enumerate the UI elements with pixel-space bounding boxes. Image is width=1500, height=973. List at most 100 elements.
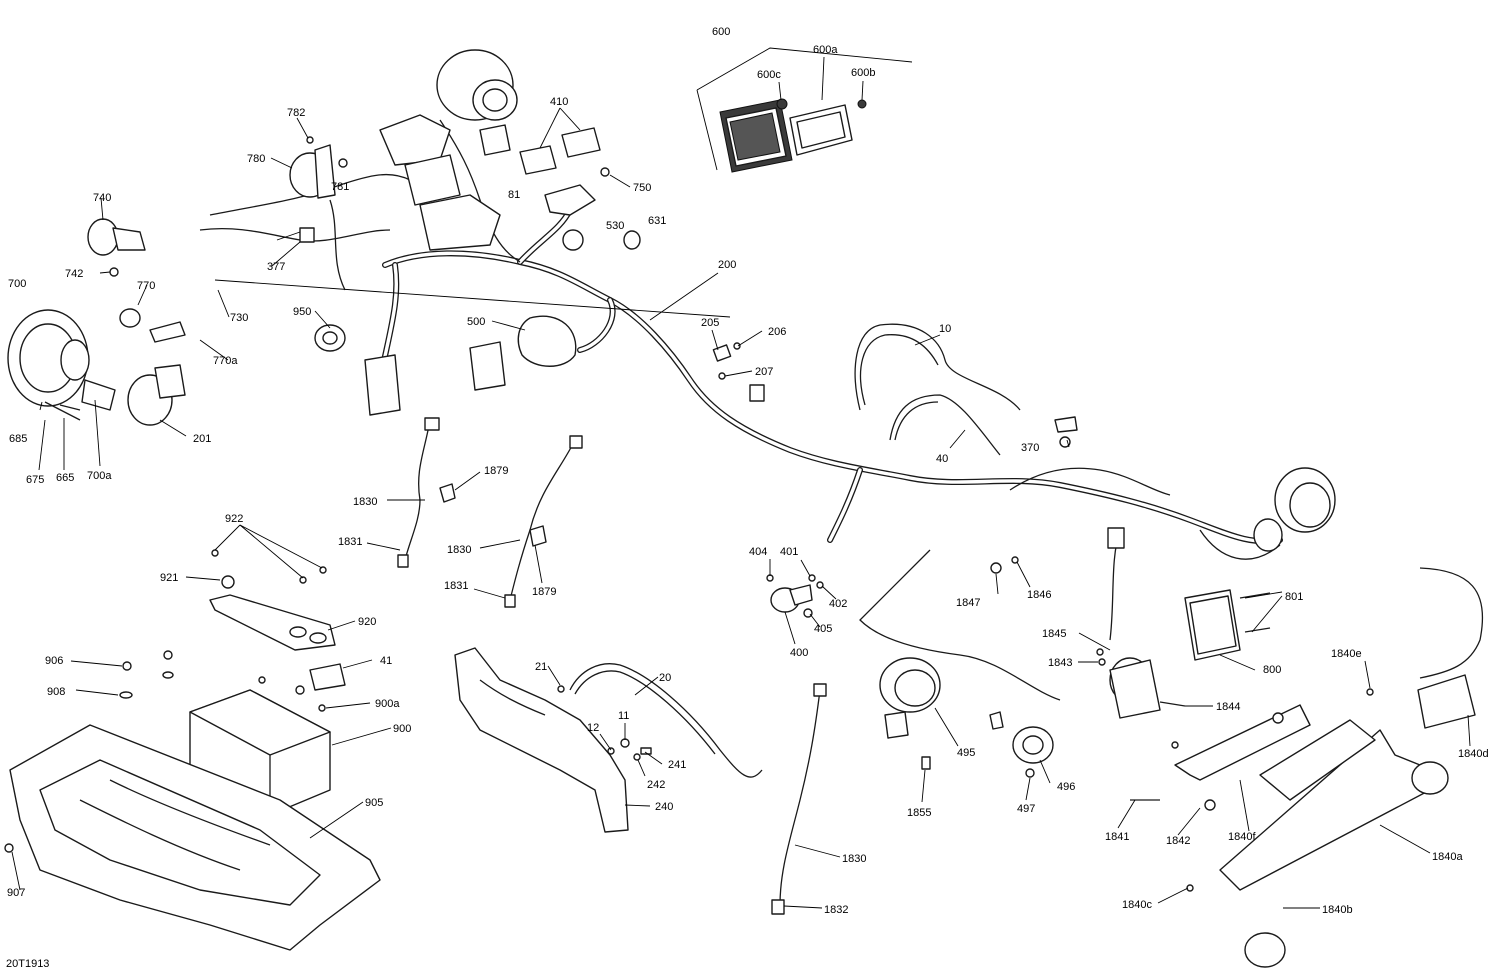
- callout-label: 1840d: [1458, 748, 1489, 760]
- leader-lines: [11, 47, 1471, 909]
- callout-label: 900: [393, 723, 411, 735]
- callout-label: 1831: [444, 580, 468, 592]
- callout-label: 921: [160, 572, 178, 584]
- callout-label: 1855: [907, 807, 931, 819]
- callout-label: 410: [550, 96, 568, 108]
- callout-label: 906: [45, 655, 63, 667]
- callout-label: 1841: [1105, 831, 1129, 843]
- main-wiring-harness: [199, 119, 1283, 701]
- callout-label: 401: [780, 546, 798, 558]
- callout-label: 81: [508, 189, 520, 201]
- callout-label: 370: [1021, 442, 1039, 454]
- callout-label: 780: [247, 153, 265, 165]
- callout-label: 12: [587, 722, 599, 734]
- callout-label: 600: [712, 26, 730, 38]
- callout-label: 10: [939, 323, 951, 335]
- callout-label: 201: [193, 433, 211, 445]
- callout-label: 377: [267, 261, 285, 273]
- callout-label: 200: [718, 259, 736, 271]
- callout-label: 600a: [813, 44, 838, 56]
- callout-label: 908: [47, 686, 65, 698]
- callout-label: 1830: [842, 853, 866, 865]
- callout-label: 1832: [824, 904, 848, 916]
- callout-label: 600c: [757, 69, 781, 81]
- bracket-assembly-1840: [1130, 567, 1484, 968]
- battery-holddown-920: [209, 549, 336, 651]
- callout-label: 782: [287, 107, 305, 119]
- callout-label: 206: [768, 326, 786, 338]
- callout-label: 770: [137, 280, 155, 292]
- callout-label: 1846: [1027, 589, 1051, 601]
- ecm-module-600: [719, 98, 867, 173]
- callout-label: 922: [225, 513, 243, 525]
- callout-label: 950: [293, 306, 311, 318]
- callout-label: 1840a: [1432, 851, 1463, 863]
- callout-label: 40: [936, 453, 948, 465]
- misc-components: [299, 167, 1078, 448]
- bracket-240: [454, 647, 763, 833]
- callout-label: 905: [365, 797, 383, 809]
- callout-label: 402: [829, 598, 847, 610]
- callout-label: 665: [56, 472, 74, 484]
- callout-label: 750: [633, 182, 651, 194]
- callout-label: 1844: [1216, 701, 1240, 713]
- callout-label: 1840e: [1331, 648, 1362, 660]
- callout-label: 1831: [338, 536, 362, 548]
- callout-label: 740: [93, 192, 111, 204]
- callout-label: 900a: [375, 698, 400, 710]
- callout-label: 700: [8, 278, 26, 290]
- callout-label: 907: [7, 887, 25, 899]
- callout-label: 770a: [213, 355, 238, 367]
- callout-label: 404: [749, 546, 767, 558]
- callout-label: 631: [648, 215, 666, 227]
- callout-labels: 600 600a 600b 600c 410 782 780 781 750 8…: [7, 26, 1489, 916]
- callout-label: 20: [659, 672, 671, 684]
- callout-label: 500: [467, 316, 485, 328]
- callout-label: 207: [755, 366, 773, 378]
- relays-410: [519, 127, 601, 175]
- left-lights: [7, 218, 186, 426]
- callout-label: 730: [230, 312, 248, 324]
- callout-label: 241: [668, 759, 686, 771]
- callout-label: 400: [790, 647, 808, 659]
- callout-label: 530: [606, 220, 624, 232]
- callout-label: 1843: [1048, 657, 1072, 669]
- callout-label: 600b: [851, 67, 875, 79]
- callout-label: 1840f: [1228, 831, 1256, 843]
- battery-tray-905: [4, 724, 381, 951]
- callout-label: 781: [331, 181, 349, 193]
- speed-sensors-1830: [397, 417, 827, 915]
- callout-label: 1879: [484, 465, 508, 477]
- callout-label: 242: [647, 779, 665, 791]
- callout-label: 497: [1017, 803, 1035, 815]
- right-lights: [879, 467, 1336, 778]
- callout-label: 1840b: [1322, 904, 1353, 916]
- callout-label: 1845: [1042, 628, 1066, 640]
- callout-label: 496: [1057, 781, 1075, 793]
- callout-label: 700a: [87, 470, 112, 482]
- callout-label: 742: [65, 268, 83, 280]
- callout-label: 21: [535, 661, 547, 673]
- callout-label: 1847: [956, 597, 980, 609]
- sensor-400: [766, 556, 1019, 618]
- callout-label: 405: [814, 623, 832, 635]
- callout-label: 1830: [353, 496, 377, 508]
- cables-10-40: [854, 323, 1021, 456]
- callout-label: 1879: [532, 586, 556, 598]
- callout-label: 675: [26, 474, 44, 486]
- callout-label: 41: [380, 655, 392, 667]
- winch-contactor-1845: [1096, 527, 1186, 719]
- module-800: [1184, 589, 1271, 661]
- horn-780: [289, 136, 348, 199]
- callout-label: 205: [701, 317, 719, 329]
- upper-headlight-cluster: [379, 49, 518, 251]
- callout-label: 920: [358, 616, 376, 628]
- callout-label: 240: [655, 801, 673, 813]
- callout-label: 801: [1285, 591, 1303, 603]
- callout-label: 495: [957, 747, 975, 759]
- figure-id: 20T1913: [6, 958, 49, 970]
- callout-label: 1840c: [1122, 899, 1152, 911]
- callout-label: 1830: [447, 544, 471, 556]
